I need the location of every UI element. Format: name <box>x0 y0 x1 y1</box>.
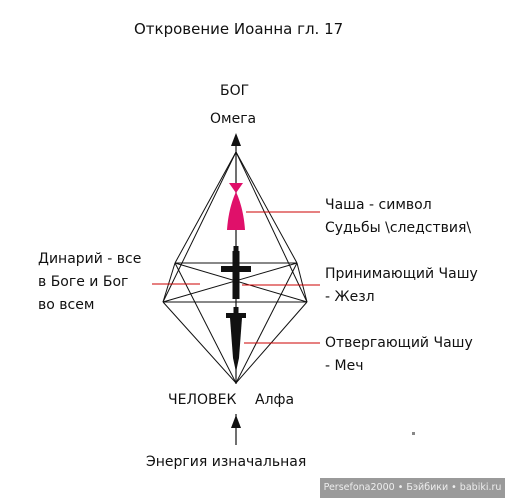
cup-symbol <box>227 183 245 230</box>
speck <box>412 432 415 435</box>
pyramid-wireframe <box>162 151 308 384</box>
omega-label: Омега <box>210 111 257 127</box>
sword-note-line-1: Отвергающий Чашу <box>325 335 473 351</box>
sword-note-line-2: - Меч <box>325 358 364 374</box>
alpha-label: Алфа <box>255 392 295 408</box>
staff-note-line-2: - Жезл <box>325 289 375 305</box>
axis-top-arrow <box>231 133 241 146</box>
sword-symbol <box>226 307 246 372</box>
human-label: ЧЕЛОВЕК <box>168 392 237 408</box>
page-title: Откровение Иоанна гл. 17 <box>134 20 344 38</box>
connector-block <box>233 246 239 255</box>
staff-note-line-1: Принимающий Чашу <box>325 266 478 282</box>
footer-label: Энергия изначальная <box>146 454 307 470</box>
god-label: БОГ <box>220 83 250 99</box>
cup-note-line-1: Чаша - символ <box>325 197 432 213</box>
staff-cross-symbol <box>221 251 251 299</box>
axis-bottom-arrow <box>231 415 241 428</box>
denarius-note-line-1: Динарий - все <box>38 251 142 267</box>
cup-note-line-2: Судьбы \следствия\ <box>325 220 472 236</box>
denarius-note-line-3: во всем <box>38 297 95 313</box>
watermark: Persefona2000 • Бэйбики • babiki.ru <box>320 478 505 498</box>
denarius-note-line-2: в Боге и Бог <box>38 274 129 290</box>
